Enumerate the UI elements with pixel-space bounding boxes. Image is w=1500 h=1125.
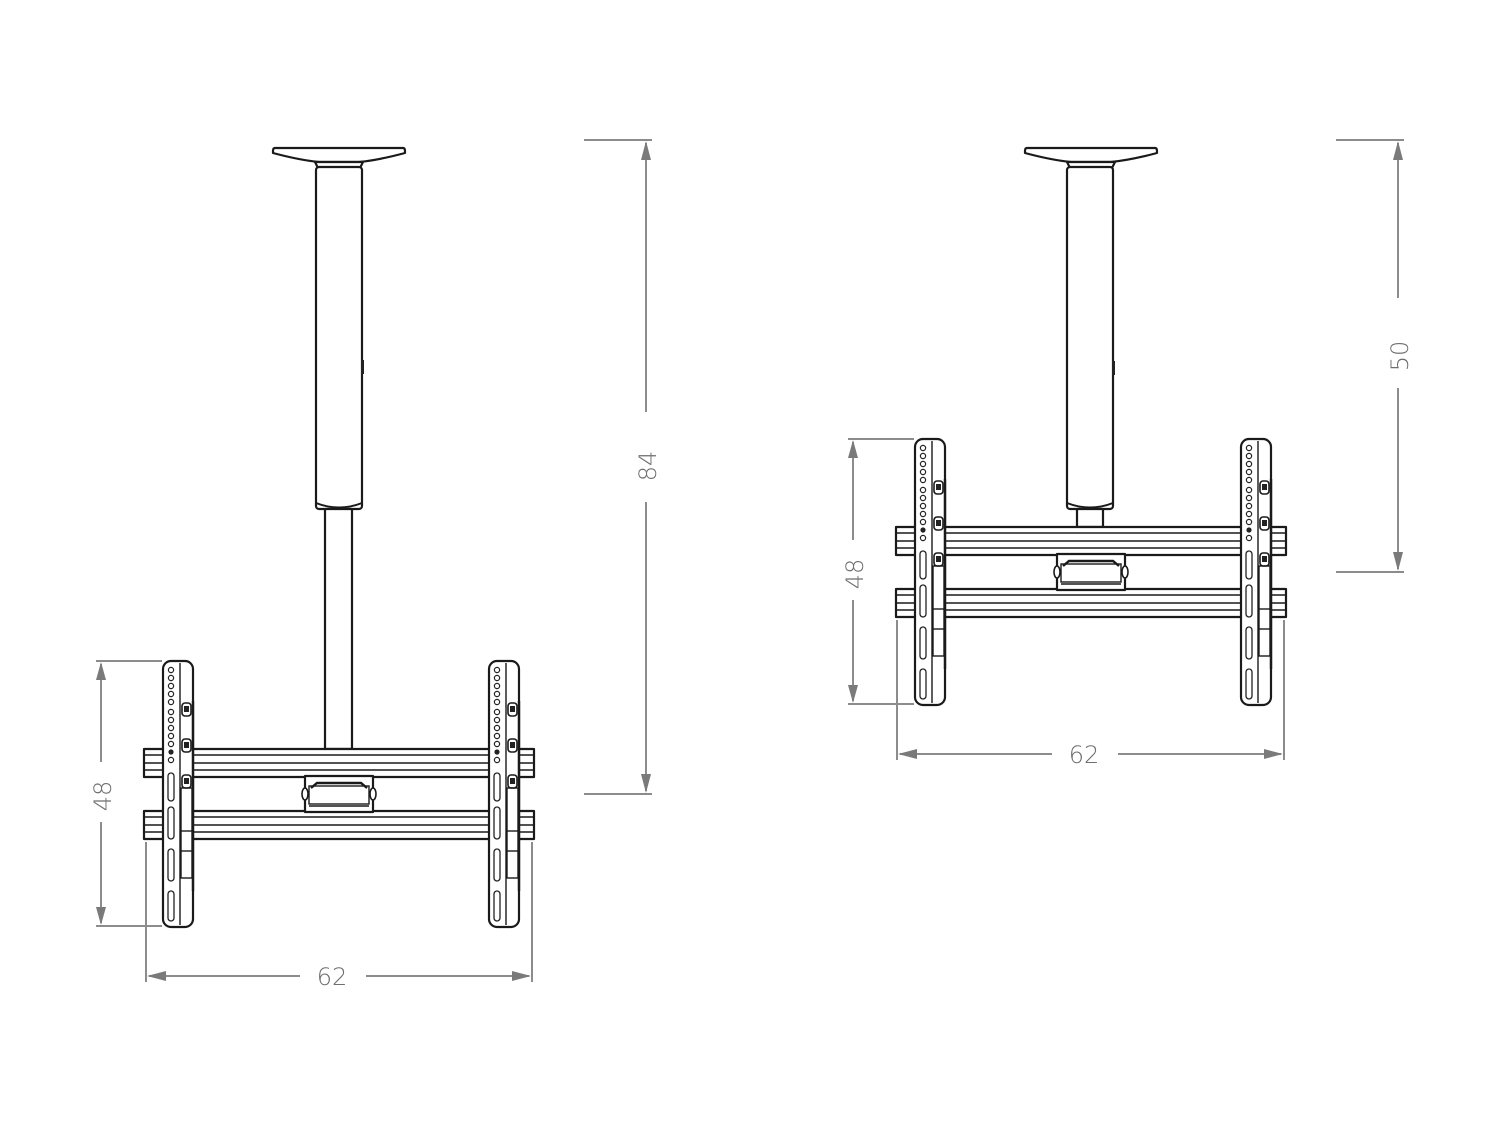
dimension-label-bracket-height: 48	[841, 559, 869, 590]
dimension-width-62: 62	[145, 842, 533, 991]
dimension-label-width: 62	[1069, 741, 1100, 769]
outer-pole	[314, 165, 364, 511]
dimension-label-height: 50	[1386, 341, 1414, 372]
dimension-label-height: 84	[634, 451, 662, 482]
extended-mount-view: 84 48 62	[89, 139, 662, 991]
ceiling-plate	[271, 146, 407, 170]
ceiling-plate	[1023, 146, 1159, 170]
retracted-mount-view: 50 48 62	[841, 139, 1414, 769]
inner-pole	[323, 507, 354, 751]
dimension-height-84: 84	[584, 139, 662, 795]
dimension-label-width: 62	[317, 963, 348, 991]
dimension-width-62: 62	[896, 620, 1285, 769]
dimension-height-50: 50	[1336, 139, 1414, 573]
dimension-label-bracket-height: 48	[89, 781, 117, 812]
inner-pole	[1075, 507, 1105, 529]
dimension-bracket-height-48: 48	[89, 660, 162, 927]
dimension-bracket-height-48: 48	[841, 438, 914, 705]
outer-pole	[1065, 165, 1115, 511]
